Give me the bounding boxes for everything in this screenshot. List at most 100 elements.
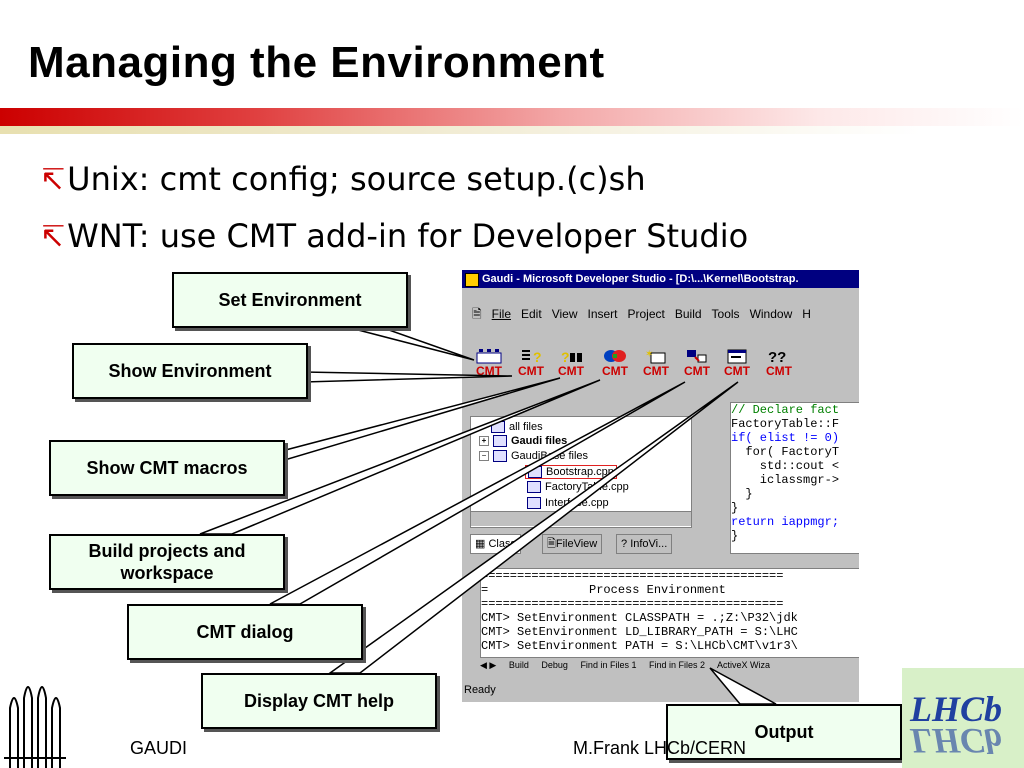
menu-edit[interactable]: Edit	[521, 307, 542, 321]
callout-show-cmt-macros: Show CMT macros	[49, 440, 285, 496]
horizontal-scrollbar[interactable]	[471, 511, 691, 526]
keyboard-icon	[476, 349, 502, 364]
lhcb-logo-text: LHCb	[910, 689, 1003, 729]
workspace-tabs: ▦ Class 🗎FileView ? InfoVi...	[470, 532, 690, 554]
window-list-icon	[727, 349, 747, 364]
tree-item[interactable]: Interface.cpp	[527, 497, 609, 510]
expand-icon[interactable]: +	[479, 436, 489, 447]
collapse-icon[interactable]: −	[479, 451, 489, 462]
doc-icon: 🗎	[472, 307, 482, 321]
tree-item[interactable]: all files	[491, 421, 543, 434]
tree-item-selected[interactable]: Bootstrap.cpp	[525, 465, 617, 480]
title-rule	[0, 108, 1024, 126]
callout-set-environment: Set Environment	[172, 272, 408, 328]
cmt-output-button[interactable]: CMT	[718, 344, 756, 384]
cmt-build-button[interactable]: CMT	[596, 344, 634, 384]
output-tab-debug[interactable]: Debug	[541, 660, 568, 670]
shapes-icon	[687, 350, 707, 363]
bullet-wnt: ↸WNT: use CMT add-in for Developer Studi…	[40, 217, 748, 255]
menu-view[interactable]: View	[551, 307, 578, 321]
tab-class[interactable]: ▦ Class	[470, 534, 521, 554]
cmt-label: CMT	[766, 364, 792, 378]
cmt-set-environment-button[interactable]: CMT	[470, 344, 508, 384]
menu-tools[interactable]: Tools	[711, 307, 740, 321]
cmt-build-workspace-button[interactable]: ✶ CMT	[637, 344, 675, 384]
cmt-label: CMT	[518, 364, 544, 378]
output-tab-find1[interactable]: Find in Files 1	[580, 660, 637, 670]
bullet-unix-text: Unix: cmt config; source setup.(c)sh	[67, 160, 646, 198]
file-icon	[527, 497, 541, 510]
workspace-tree: all files +Gaudi files −GaudiBase files …	[470, 416, 692, 528]
folder-icon	[493, 435, 507, 448]
bullet-arrow-icon: ↸	[40, 220, 66, 255]
footer-left: GAUDI	[130, 738, 188, 758]
gaudi-logo-icon	[4, 686, 66, 768]
callout-show-environment: Show Environment	[72, 343, 308, 399]
bullet-arrow-icon: ↸	[40, 163, 66, 198]
tab-fileview[interactable]: 🗎FileView	[542, 534, 603, 554]
cmt-label: CMT	[684, 364, 710, 378]
output-tab-activex[interactable]: ActiveX Wiza	[717, 660, 771, 670]
cmt-label: CMT	[602, 364, 628, 378]
leader-set-env	[334, 323, 475, 361]
class-view-icon: ▦	[475, 538, 486, 550]
output-window[interactable]: ========================================…	[480, 568, 859, 658]
help-question-icon: ??	[768, 349, 786, 364]
app-icon	[465, 273, 479, 287]
output-tab-build[interactable]: Build	[508, 660, 529, 670]
cmt-label: CMT	[724, 364, 750, 378]
cmt-help-button[interactable]: ??CMT	[760, 344, 798, 384]
slide-title: Managing the Environment	[28, 38, 605, 87]
info-icon: ?	[621, 538, 628, 550]
scroll-left-icon[interactable]: ◀ ▶	[480, 660, 497, 670]
folder-icon	[493, 450, 507, 463]
cmt-toolbar: CMT ?CMT ?CMT CMT ✶CMT CMT CMT ??CMT	[462, 344, 859, 386]
menu-help[interactable]: H	[802, 307, 811, 321]
code-editor[interactable]: // Declare fact FactoryTable::F if( elis…	[730, 402, 859, 554]
cmt-show-macros-button[interactable]: ?CMT	[552, 344, 590, 384]
svg-text:?: ?	[533, 349, 542, 364]
title-rule-shadow	[0, 126, 1024, 134]
output-tabs: ◀ ▶ Build Debug Find in Files 1 Find in …	[480, 658, 859, 672]
lhcb-logo: LHCb LHCb	[902, 668, 1024, 768]
menubar: 🗎 File Edit View Insert Project Build Tools Wind…	[462, 304, 859, 324]
file-icon	[527, 481, 541, 494]
binoculars-icon: ?	[561, 349, 582, 364]
tab-infoview[interactable]: ? InfoVi...	[616, 534, 673, 554]
list-question-icon: ?	[522, 349, 542, 364]
status-bar: Ready	[464, 684, 496, 696]
menu-project[interactable]: Project	[627, 307, 665, 321]
devstudio-window: Gaudi - Microsoft Developer Studio - [D:…	[462, 270, 859, 702]
file-view-icon: 🗎	[547, 538, 556, 550]
callout-cmt-dialog: CMT dialog	[127, 604, 363, 660]
sparkle-window-icon: ✶	[645, 349, 666, 364]
callout-output: Output	[666, 704, 902, 760]
cmt-dialog-button[interactable]: CMT	[678, 344, 716, 384]
devstudio-titlebar[interactable]: Gaudi - Microsoft Developer Studio - [D:…	[462, 270, 859, 288]
svg-text:??: ??	[768, 349, 786, 364]
menu-window[interactable]: Window	[749, 307, 793, 321]
bullet-wnt-text: WNT: use CMT add-in for Developer Studio	[67, 217, 749, 255]
window-title: Gaudi - Microsoft Developer Studio - [D:…	[482, 273, 799, 285]
svg-text:?: ?	[561, 349, 570, 364]
cmt-label: CMT	[558, 364, 584, 378]
build-icon	[604, 350, 626, 362]
menu-file[interactable]: File	[491, 307, 511, 321]
footer-right: M.Frank LHCb/CERN	[573, 738, 747, 758]
bullet-unix: ↸Unix: cmt config; source setup.(c)sh	[40, 160, 646, 198]
tree-item[interactable]: −GaudiBase files	[479, 450, 588, 463]
tree-item[interactable]: FactoryTable.cpp	[527, 481, 629, 494]
output-tab-find2[interactable]: Find in Files 2	[648, 660, 706, 670]
cmt-show-environment-button[interactable]: ?CMT	[512, 344, 550, 384]
cmt-label: CMT	[643, 364, 669, 378]
svg-text:✶: ✶	[645, 349, 653, 360]
folder-icon	[491, 421, 505, 434]
tree-item[interactable]: +Gaudi files	[479, 435, 567, 448]
cmt-label: CMT	[476, 364, 502, 378]
menu-build[interactable]: Build	[674, 307, 702, 321]
file-icon	[528, 466, 542, 479]
menu-insert[interactable]: Insert	[587, 307, 618, 321]
callout-display-help: Display CMT help	[201, 673, 437, 729]
callout-build-projects: Build projects and workspace	[49, 534, 285, 590]
lhcb-logo-reflection: LHCb	[910, 721, 1003, 761]
